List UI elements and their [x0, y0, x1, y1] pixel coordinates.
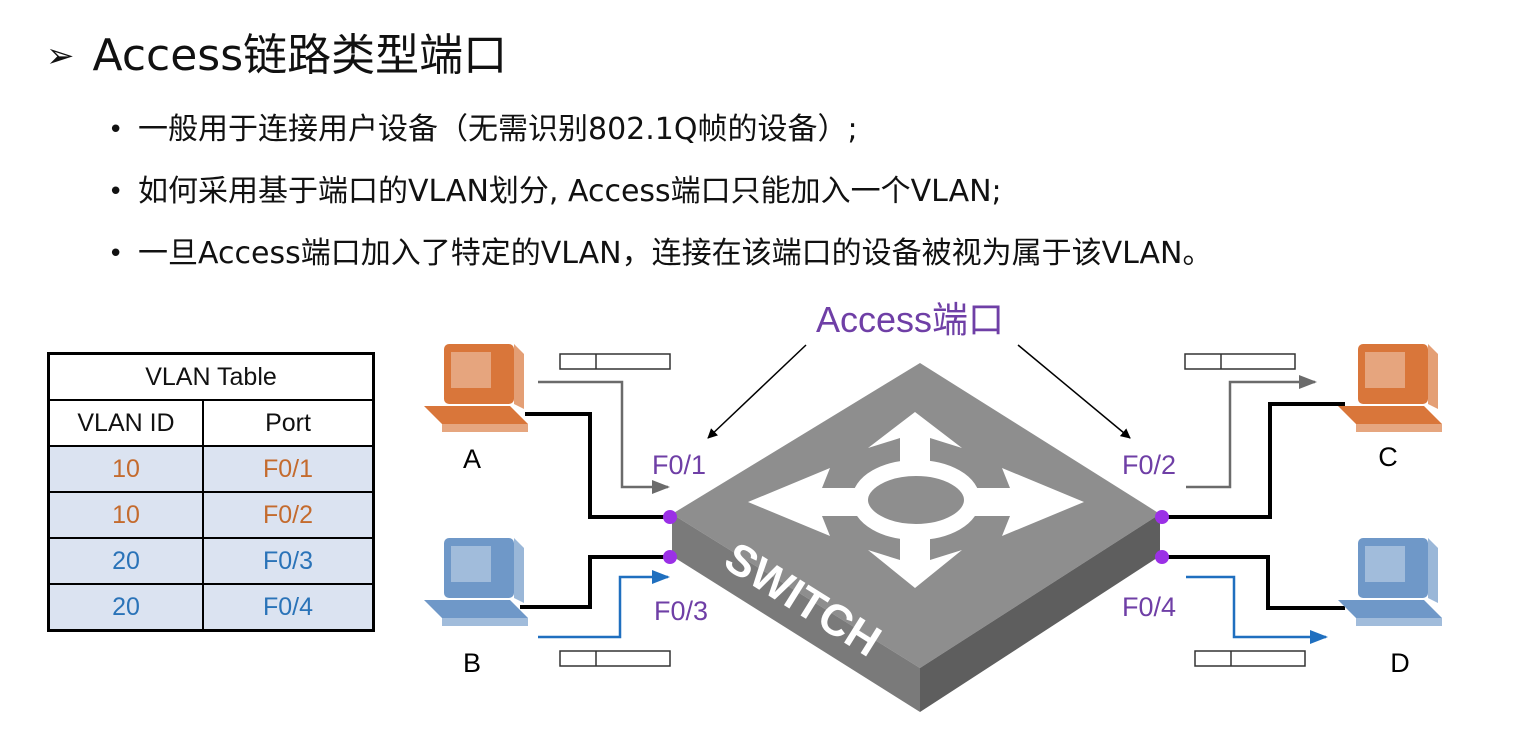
- port-label-f02: F0/2: [1122, 450, 1176, 480]
- port-cell: F0/2: [202, 491, 375, 539]
- switch-icon: [672, 363, 1160, 712]
- wire-c: [1162, 402, 1345, 519]
- bullet-item: • 一般用于连接用户设备（无需识别802.1Q帧的设备）;: [108, 112, 1212, 148]
- bullet-dot-icon: •: [108, 177, 124, 207]
- bullet-dot-icon: •: [108, 239, 124, 269]
- frame-flow-c: [1186, 375, 1317, 489]
- host-label-c: C: [1378, 442, 1398, 472]
- wire-b: [520, 555, 668, 609]
- callout-arrow-left: [707, 344, 807, 439]
- bullet-text: 一旦Access端口加入了特定的VLAN，连接在该端口的设备被视为属于该VLAN…: [138, 236, 1213, 271]
- vlan-id-header: VLAN ID: [47, 399, 204, 447]
- computer-b-icon: [424, 538, 528, 626]
- bullet-dot-icon: •: [108, 115, 124, 145]
- port-dot: [663, 550, 677, 564]
- port-dot: [1155, 510, 1169, 524]
- title-text: Access链路类型端口: [92, 30, 508, 81]
- bullet-item: • 如何采用基于端口的VLAN划分, Access端口只能加入一个VLAN;: [108, 174, 1212, 210]
- host-label-d: D: [1390, 648, 1410, 678]
- port-cell: F0/3: [202, 537, 375, 585]
- frame-flow-a: [538, 380, 670, 494]
- vlan-id-cell: 20: [47, 537, 204, 585]
- table-row: 10 F0/1: [47, 445, 375, 493]
- frame-box-c: [1184, 353, 1296, 370]
- computer-d-icon: [1338, 538, 1442, 626]
- computer-c-icon: [1338, 344, 1442, 432]
- port-dot: [1155, 550, 1169, 564]
- access-port-callout: Access端口: [816, 299, 1004, 340]
- computer-a-icon: [424, 344, 528, 432]
- table-row: 20 F0/3: [47, 537, 375, 585]
- port-dot: [663, 510, 677, 524]
- frame-box-a: [559, 353, 671, 370]
- bullet-item: • 一旦Access端口加入了特定的VLAN，连接在该端口的设备被视为属于该VL…: [108, 236, 1212, 272]
- frame-flow-d: [1186, 575, 1328, 644]
- host-label-a: A: [463, 444, 481, 474]
- callout-arrow-right: [1017, 344, 1131, 439]
- title-arrow-icon: ➢: [46, 36, 75, 76]
- wire-d: [1162, 555, 1345, 610]
- vlan-id-cell: 20: [47, 583, 204, 632]
- frame-box-b: [559, 650, 671, 667]
- bullet-text: 一般用于连接用户设备（无需识别802.1Q帧的设备）;: [138, 112, 858, 147]
- table-row: 20 F0/4: [47, 583, 375, 632]
- port-header: Port: [202, 399, 375, 447]
- port-label-f03: F0/3: [654, 596, 708, 626]
- bullet-text: 如何采用基于端口的VLAN划分, Access端口只能加入一个VLAN;: [138, 174, 1002, 209]
- port-cell: F0/1: [202, 445, 375, 493]
- wire-a: [525, 412, 668, 519]
- vlan-table-title: VLAN Table: [47, 352, 375, 401]
- bullet-list: • 一般用于连接用户设备（无需识别802.1Q帧的设备）; • 如何采用基于端口…: [108, 112, 1212, 298]
- vlan-id-cell: 10: [47, 491, 204, 539]
- table-row: 10 F0/2: [47, 491, 375, 539]
- port-label-f01: F0/1: [652, 450, 706, 480]
- port-label-f04: F0/4: [1122, 592, 1176, 622]
- slide-title: ➢ Access链路类型端口: [46, 26, 507, 86]
- vlan-table: VLAN Table VLAN ID Port 10 F0/1 10 F0/2 …: [47, 352, 375, 632]
- frame-box-d: [1194, 650, 1306, 667]
- frame-flow-b: [538, 570, 670, 639]
- host-label-b: B: [463, 648, 481, 678]
- port-cell: F0/4: [202, 583, 375, 632]
- vlan-id-cell: 10: [47, 445, 204, 493]
